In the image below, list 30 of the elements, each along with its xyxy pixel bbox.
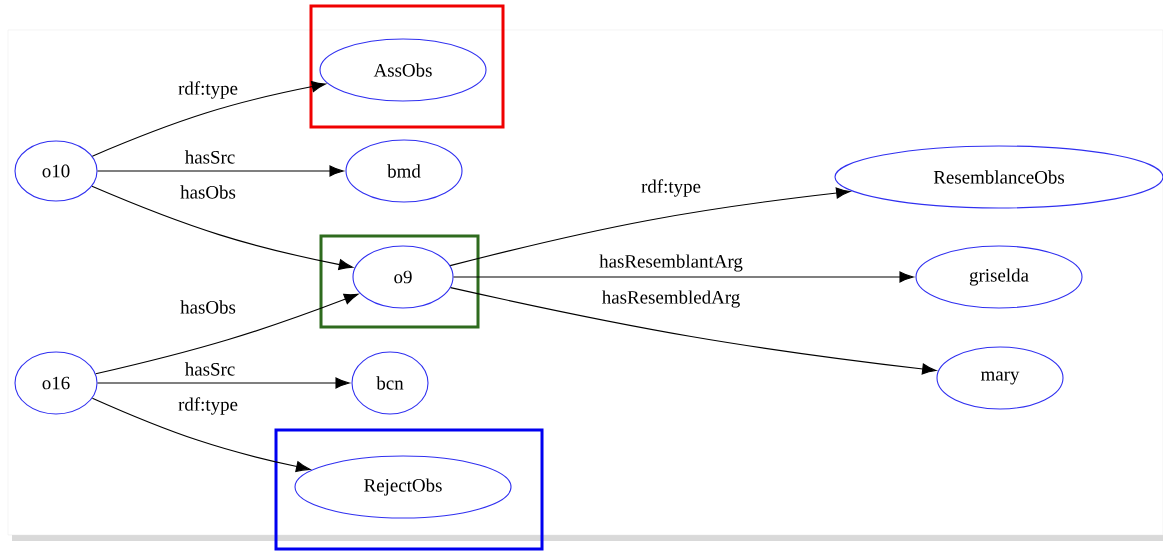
arrow xyxy=(449,187,851,267)
highlight-box xyxy=(309,4,505,129)
edge-label: hasObs xyxy=(179,184,237,200)
edge-label: rdf:type xyxy=(640,178,702,198)
arrow xyxy=(91,81,326,157)
ellipse-node: o9 xyxy=(352,245,454,309)
edge-label: hasObs xyxy=(179,299,237,315)
arrow xyxy=(91,397,311,473)
ellipse-node: AssObs xyxy=(319,38,487,102)
ellipse-node: griselda xyxy=(915,245,1083,309)
arrow xyxy=(91,185,354,271)
ellipse-node: bmd xyxy=(345,139,463,203)
highlight-box xyxy=(319,234,480,329)
edge-label: hasResemblantArg xyxy=(598,253,744,273)
ellipse-node: o16 xyxy=(14,351,98,415)
ellipse-node: mary xyxy=(936,346,1064,410)
arrow xyxy=(450,287,937,375)
edge-label: hasSrc xyxy=(183,361,237,377)
ellipse-node: bcn xyxy=(351,351,429,415)
edge-label: rdf:type xyxy=(177,80,239,100)
ellipse-node: RejectObs xyxy=(294,455,512,519)
edge-label: hasResembledArg xyxy=(600,289,742,309)
arrow xyxy=(453,271,914,283)
highlight-box xyxy=(274,428,544,551)
edge-label: hasSrc xyxy=(183,149,237,165)
arrow xyxy=(97,165,344,177)
arrow xyxy=(97,377,350,389)
ellipse-node: o10 xyxy=(14,140,98,202)
arrow xyxy=(95,293,359,375)
edge-label: rdf:type xyxy=(177,396,239,416)
